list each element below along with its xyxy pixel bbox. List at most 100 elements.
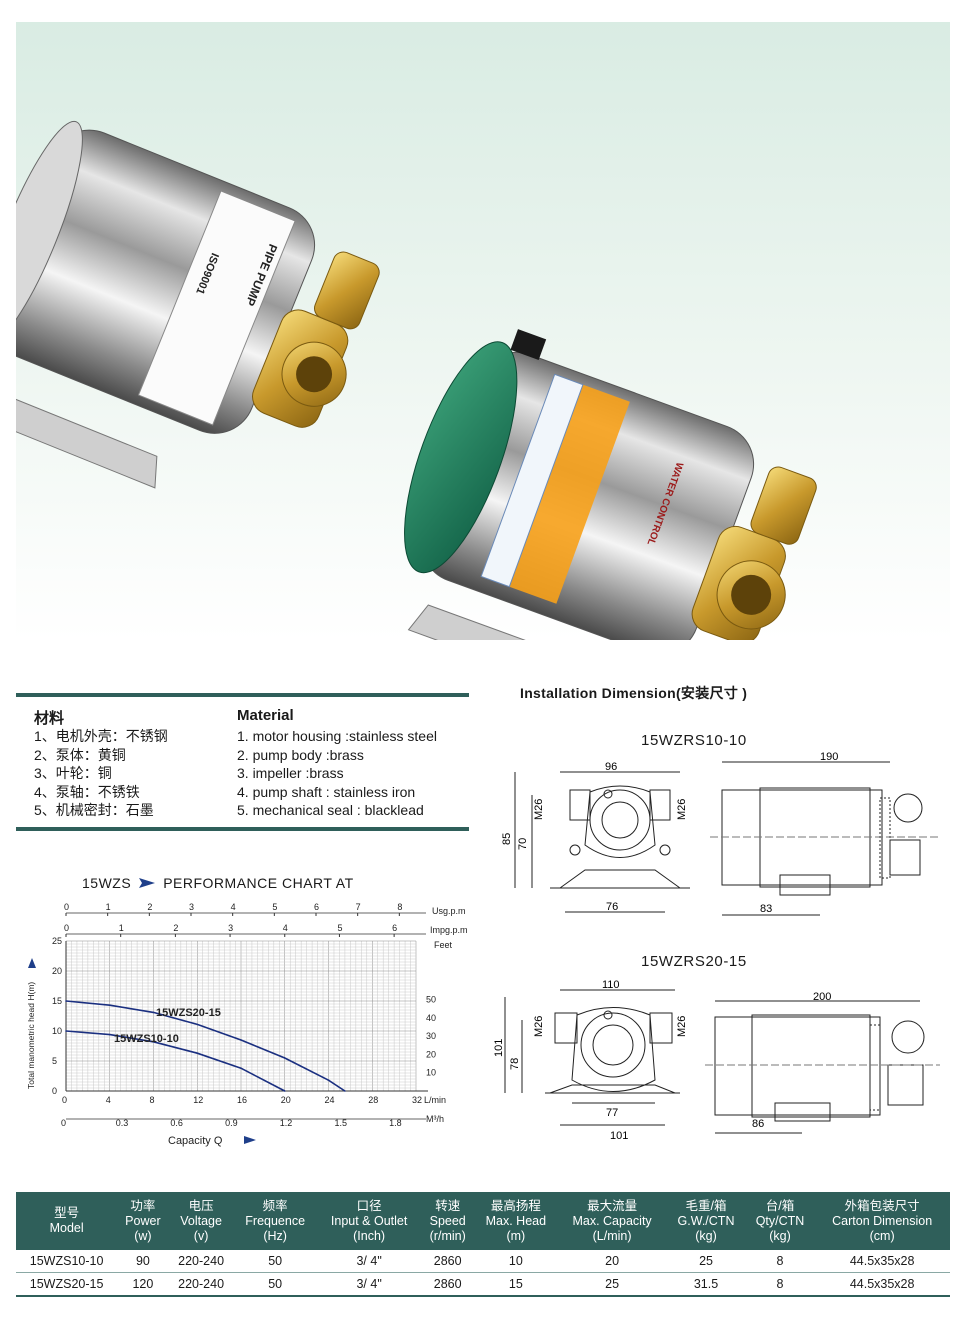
lmin-tick-label: 28 [368, 1095, 378, 1105]
spec-header-unit: (kg) [695, 1228, 717, 1243]
table-cell: 15WZS20-15 [16, 1272, 118, 1297]
lmin-tick-label: 8 [150, 1095, 155, 1105]
m3h-tick-label: 1.2 [280, 1118, 293, 1128]
x-axis-label: Capacity Q [168, 1135, 223, 1147]
dim-side-base: 83 [760, 903, 772, 915]
dimension-drawing-2: 110 M26 M26 101 78 77 101 200 86 [493, 979, 940, 1142]
arrow-right-icon [139, 878, 156, 888]
spec-header-unit: (m) [506, 1228, 526, 1243]
material-cn-item: 3、叶轮：铜 [34, 765, 112, 782]
spec-header-en: G.W./CTN [677, 1213, 735, 1228]
installation-title: Installation Dimension(安装尺寸 ) [520, 685, 748, 701]
dim-thread-right: M26 [676, 799, 688, 820]
chart-title-text: PERFORMANCE CHART AT [163, 875, 354, 891]
table-cell: 50 [233, 1250, 317, 1273]
spec-header-unit: (Hz) [263, 1228, 287, 1243]
usgpm-tick-label: 4 [231, 902, 236, 912]
table-cell: 44.5x35x28 [814, 1250, 950, 1273]
table-cell: 3/ 4" [316, 1250, 422, 1273]
lmin-tick-label: 4 [106, 1095, 111, 1105]
arrow-up-icon [28, 958, 36, 968]
table-cell: 25 [666, 1250, 746, 1273]
impgpm-tick-label: 3 [228, 923, 233, 933]
m3h-tick-label: 0.6 [170, 1118, 183, 1128]
dim-length: 200 [813, 991, 831, 1003]
table-cell: 50 [233, 1272, 317, 1297]
materials-en-list: 1. motor housing :stainless steel 2. pum… [237, 727, 437, 820]
model-title-2: 15WZRS20-15 [641, 953, 747, 970]
lmin-tick-label: 24 [325, 1095, 335, 1105]
usgpm-tick-label: 6 [314, 902, 319, 912]
table-cell: 25 [557, 1272, 667, 1297]
pump-1-bracket [0, 395, 158, 489]
series-point [108, 1033, 111, 1036]
materials-en-heading: Material [237, 707, 294, 724]
impgpm-tick-label: 6 [392, 923, 397, 933]
table-cell: 3/ 4" [316, 1272, 422, 1297]
feet-tick-label: 40 [426, 1013, 436, 1023]
dim-base-width: 101 [610, 1130, 628, 1142]
usgpm-tick-label: 8 [397, 902, 402, 912]
usgpm-tick-label: 1 [106, 902, 111, 912]
head-tick-label: 5 [52, 1056, 57, 1066]
table-cell: 15WZS10-10 [16, 1250, 118, 1273]
pump-2-photo: WATER CONTROL [404, 329, 817, 696]
table-cell: 31.5 [666, 1272, 746, 1297]
series-point [65, 1030, 67, 1032]
impgpm-tick-label: 2 [173, 923, 178, 933]
material-en-item: 3. impeller :brass [237, 765, 344, 782]
spec-header-cn: 最高扬程 [490, 1198, 541, 1213]
spec-header-en: Max. Head [485, 1213, 547, 1228]
m3h-tick-label: 0 [61, 1118, 66, 1128]
series-point [283, 1057, 286, 1059]
m3h-axis-label: M³/h [426, 1114, 444, 1124]
feet-tick-label: 20 [426, 1049, 436, 1059]
material-en-item: 1. motor housing :stainless steel [237, 728, 437, 744]
spec-header-en: Input & Outlet [330, 1213, 408, 1228]
pump-2-green-cap [404, 341, 518, 574]
series-point [152, 1041, 155, 1043]
feet-tick-label: 50 [426, 995, 436, 1005]
feet-axis-label: Feet [434, 940, 453, 950]
spec-header-en: Carton Dimension [832, 1213, 933, 1228]
m3h-tick-label: 1.8 [389, 1118, 402, 1128]
series-point [196, 1023, 199, 1026]
dim-length: 190 [820, 751, 838, 763]
series-point [65, 1000, 67, 1002]
material-cn-item: 1、电机外壳：不锈钢 [34, 728, 168, 744]
usgpm-tick-label: 0 [64, 902, 69, 912]
usgpm-tick-label: 2 [147, 902, 152, 912]
dim-side-base: 86 [752, 1118, 764, 1130]
table-cell: 44.5x35x28 [814, 1272, 950, 1297]
side-view-1 [710, 761, 940, 916]
chart-axes [65, 912, 428, 1120]
table-cell: 8 [745, 1272, 815, 1297]
pump-1-nameplate [137, 190, 296, 426]
spec-header-cn: 口径 [356, 1198, 382, 1213]
y-axis-label: Total manometric head H(m) [26, 982, 36, 1089]
side-view-2 [705, 1000, 940, 1134]
feet-tick-label: 10 [426, 1068, 436, 1078]
spec-header-en: Model [49, 1221, 84, 1235]
dim-thread-right: M26 [676, 1016, 688, 1037]
impgpm-tick-label: 5 [337, 923, 342, 933]
materials-cn-list: 1、电机外壳：不锈钢 2、泵体：黄铜 3、叶轮：铜 4、泵轴：不锈铁 5、机械密… [34, 727, 168, 820]
spec-header-unit: (kg) [769, 1228, 791, 1243]
spec-header-unit: (Inch) [353, 1228, 386, 1243]
dim-top-width: 96 [605, 761, 617, 773]
spec-header-unit: (L/min) [592, 1228, 632, 1243]
table-cell: 220-240 [168, 1272, 234, 1297]
spec-header-cn: 电压 [188, 1198, 214, 1213]
m3h-tick-label: 1.5 [334, 1118, 347, 1128]
spec-header-en: Qty/CTN [755, 1213, 805, 1228]
head-tick-label: 10 [52, 1026, 62, 1036]
model-title-1: 15WZRS10-10 [641, 732, 747, 749]
feet-tick-label: 30 [426, 1031, 436, 1041]
